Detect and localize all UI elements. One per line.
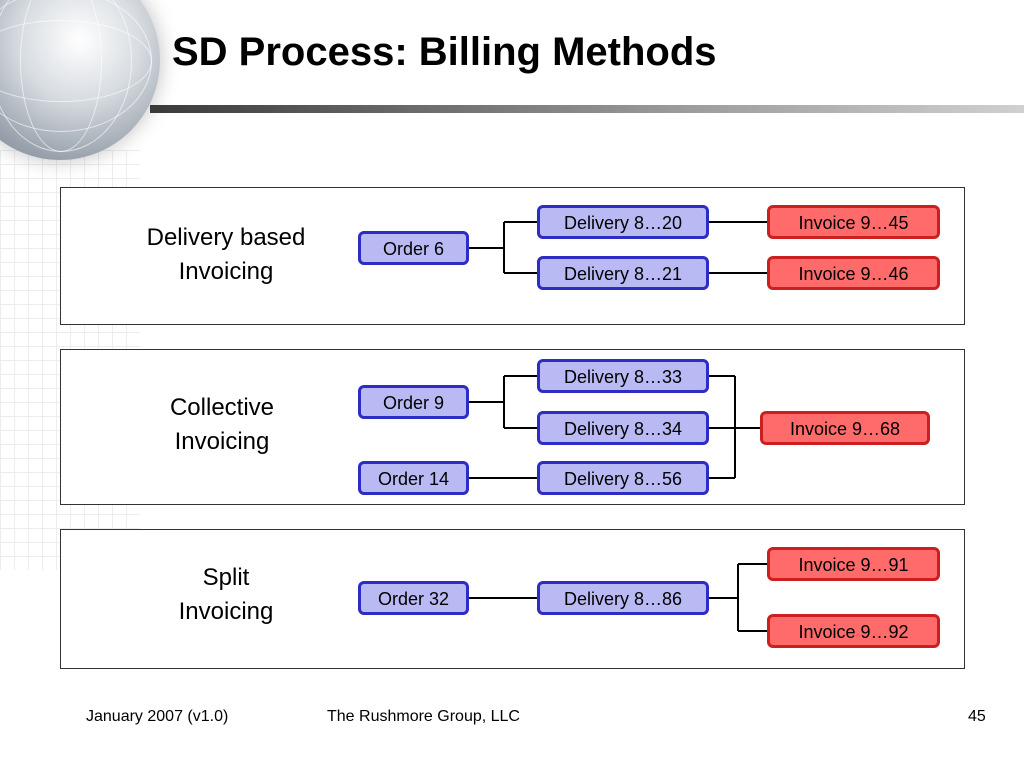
delivery-node: Delivery 8…21 bbox=[537, 256, 709, 290]
footer-company: The Rushmore Group, LLC bbox=[327, 708, 520, 725]
order-node: Order 9 bbox=[358, 385, 469, 419]
invoice-node: Invoice 9…91 bbox=[767, 547, 940, 581]
globe-icon bbox=[0, 0, 160, 160]
delivery-node: Delivery 8…20 bbox=[537, 205, 709, 239]
section-label-collective: Collective Invoicing bbox=[169, 394, 275, 455]
delivery-node: Delivery 8…86 bbox=[537, 581, 709, 615]
order-node: Order 14 bbox=[358, 461, 469, 495]
invoice-node: Invoice 9…92 bbox=[767, 614, 940, 648]
delivery-node: Delivery 8…34 bbox=[537, 411, 709, 445]
delivery-node: Delivery 8…56 bbox=[537, 461, 709, 495]
slide-title: SD Process: Billing Methods bbox=[172, 30, 717, 74]
delivery-node: Delivery 8…33 bbox=[537, 359, 709, 393]
footer-page-number: 45 bbox=[968, 708, 986, 725]
order-node: Order 6 bbox=[358, 231, 469, 265]
footer-date: January 2007 (v1.0) bbox=[86, 708, 229, 725]
section-label-split: Split Invoicing bbox=[178, 564, 274, 625]
section-label-delivery-based: Delivery based Invoicing bbox=[146, 224, 306, 285]
title-divider bbox=[150, 105, 1024, 113]
invoice-node: Invoice 9…46 bbox=[767, 256, 940, 290]
invoice-node: Invoice 9…68 bbox=[760, 411, 930, 445]
order-node: Order 32 bbox=[358, 581, 469, 615]
invoice-node: Invoice 9…45 bbox=[767, 205, 940, 239]
